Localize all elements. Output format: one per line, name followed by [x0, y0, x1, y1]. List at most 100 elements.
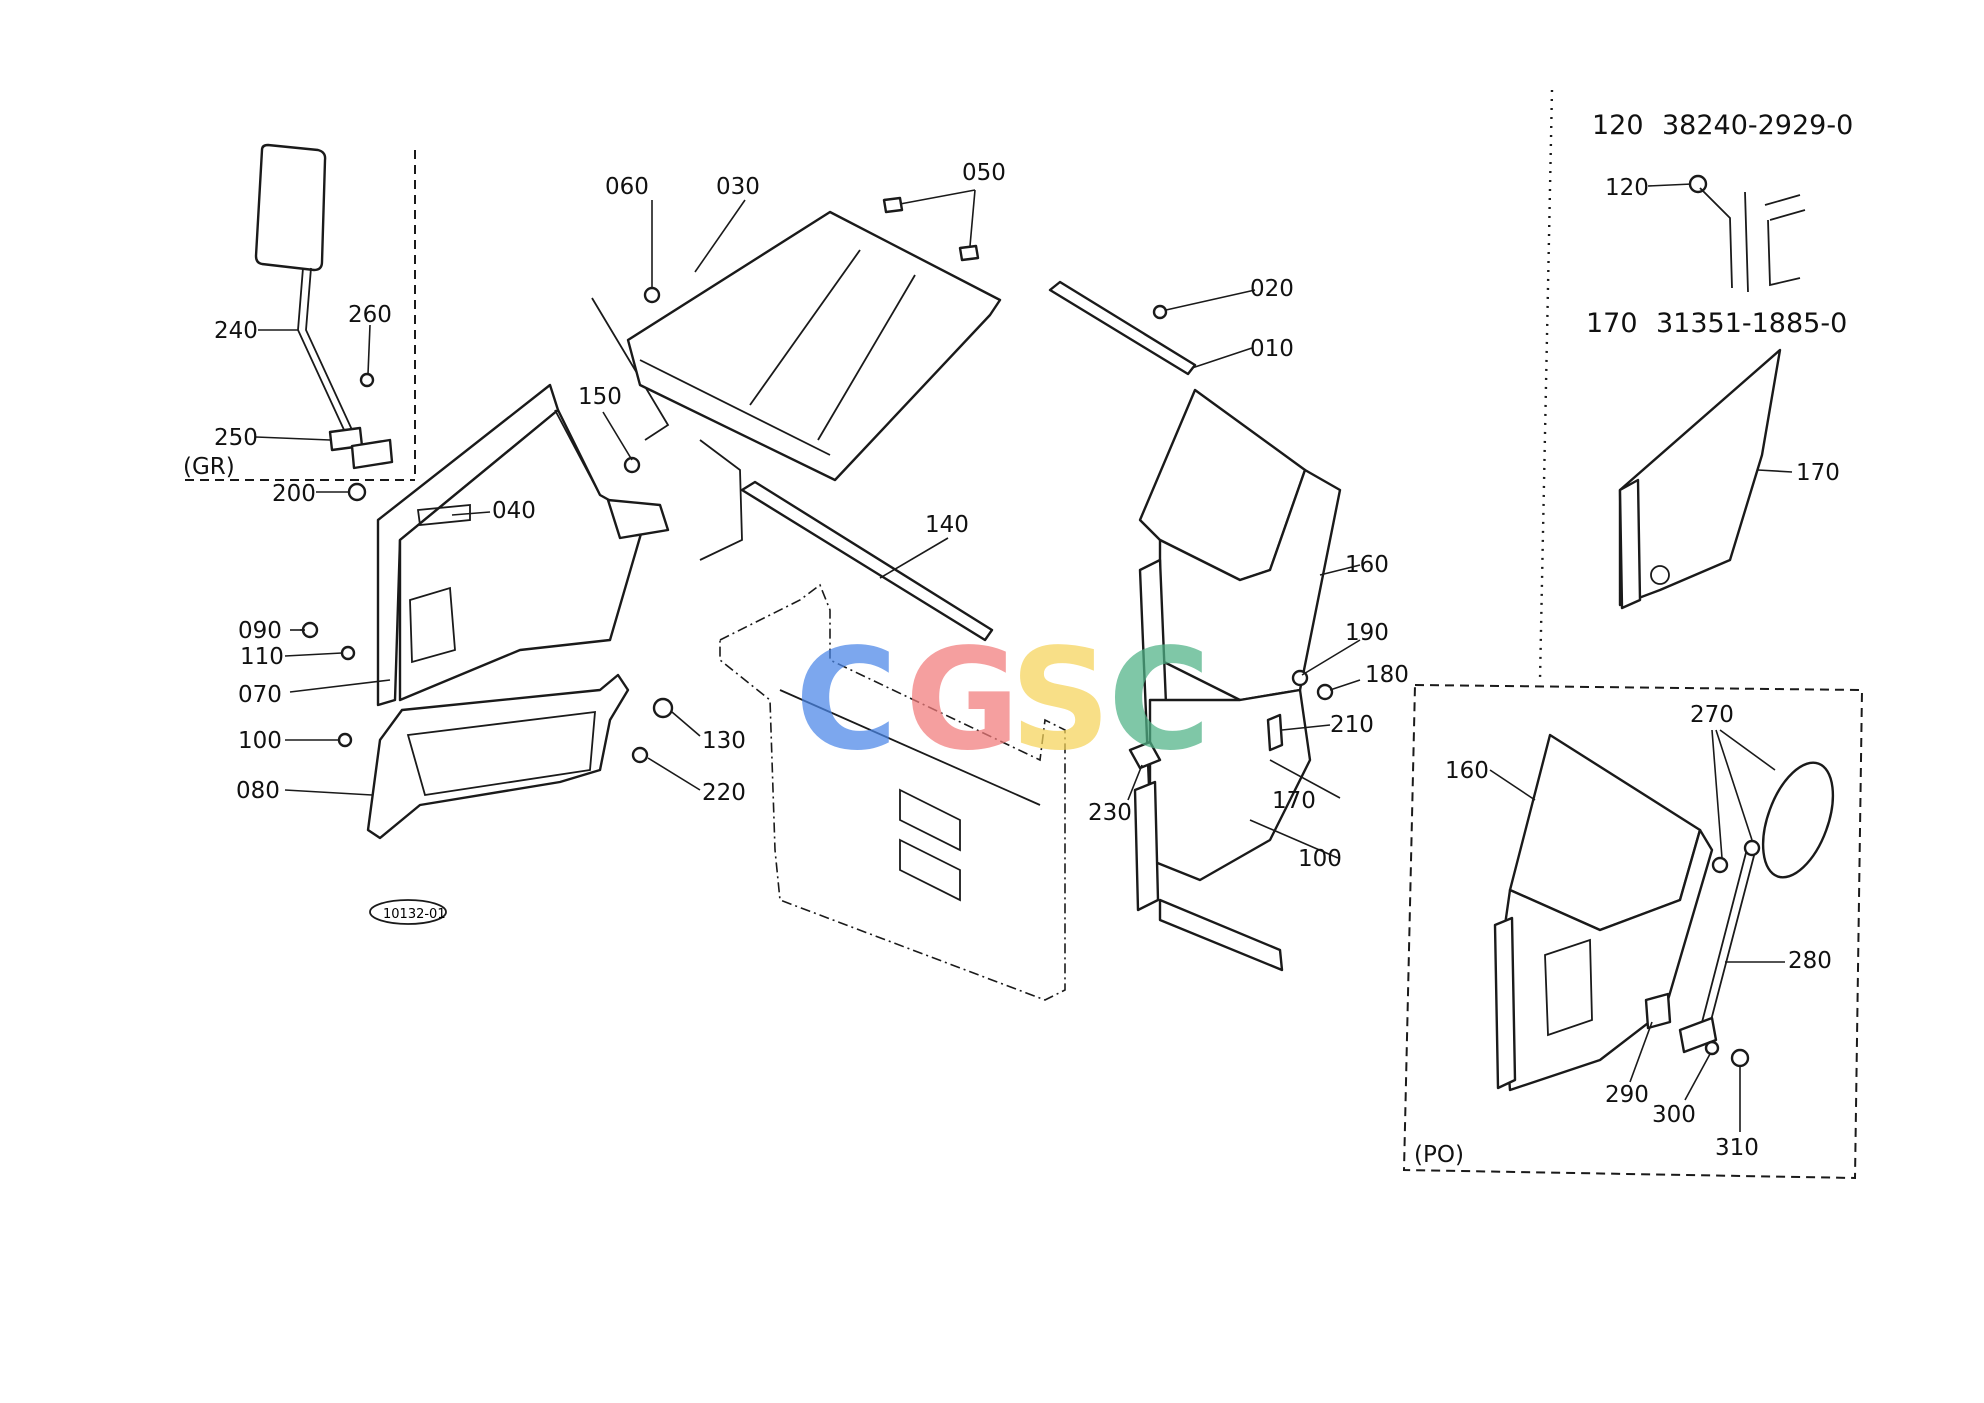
- po-bracket-280: [1678, 1016, 1718, 1054]
- po-label: (PO): [1414, 1142, 1464, 1168]
- cover-030-crease1: [749, 249, 861, 406]
- label-100-right: 100: [1298, 846, 1342, 872]
- clip-210: [1266, 713, 1284, 752]
- po-mirror: [1761, 761, 1835, 879]
- mirror-assembly: [254, 143, 394, 502]
- leader-lines: [255, 189, 1361, 859]
- panel-080: [366, 673, 630, 840]
- po-washer-300: [1704, 1040, 1720, 1056]
- detail-panel-170-flange: [1618, 478, 1642, 610]
- detail-grommet-120: [1688, 174, 1708, 194]
- po-panel-window: [1544, 938, 1593, 1037]
- label-020: 020: [1250, 276, 1294, 302]
- mirror-head: [254, 143, 327, 272]
- panel-160: [1158, 468, 1342, 702]
- cover-030: [626, 210, 1002, 482]
- watermark-letter-4: C: [1108, 619, 1211, 782]
- po-label-290: 290: [1605, 1082, 1649, 1108]
- po-box-border: [1402, 683, 1864, 1180]
- label-190: 190: [1345, 620, 1389, 646]
- grommet-200: [347, 482, 367, 502]
- po-label-160: 160: [1445, 758, 1489, 784]
- label-gr: (GR): [183, 454, 235, 480]
- detail-panel-170-hole: [1650, 565, 1670, 585]
- po-panel-160-top: [1508, 733, 1702, 932]
- supersession-ref-170: 170: [1586, 308, 1638, 339]
- bolt-150: [623, 456, 641, 474]
- mirror-stay-edge: [305, 267, 354, 433]
- bolt-100-left: [337, 732, 353, 748]
- watermark: C G S C: [795, 619, 1211, 782]
- washer-110: [340, 645, 356, 661]
- bar-lower-right: [1158, 898, 1284, 972]
- label-150: 150: [578, 384, 622, 410]
- clip-050b: [958, 244, 980, 262]
- po-label-280: 280: [1788, 948, 1832, 974]
- frame-outline: [719, 583, 1066, 1001]
- clip-230: [1128, 740, 1162, 770]
- detail-divider: [1538, 89, 1554, 681]
- stay-010: [1048, 280, 1197, 376]
- panel-outline-tri: [591, 297, 670, 441]
- po-nut-270b: [1743, 839, 1761, 857]
- label-240: 240: [214, 318, 258, 344]
- label-080: 080: [236, 778, 280, 804]
- bolt-180: [1316, 683, 1334, 701]
- supersession-part-170: 31351-1885-0: [1656, 308, 1847, 339]
- watermark-letter-1: C: [795, 619, 898, 782]
- label-010: 010: [1250, 336, 1294, 362]
- lower-left-panel: [301, 621, 674, 840]
- supersession-detail: 120 38240-2929-0 120 170 31351-1885-0 17…: [1586, 110, 1853, 610]
- po-option-box: 160 270 280 290 300 310 (PO): [1402, 683, 1864, 1180]
- nut-220: [631, 746, 649, 764]
- grommet-130: [652, 697, 674, 719]
- po-plate-290: [1644, 992, 1672, 1030]
- label-030: 030: [716, 174, 760, 200]
- label-110: 110: [240, 644, 284, 670]
- stamp-text: 10132-01: [383, 907, 446, 922]
- detail-label-120: 120: [1605, 175, 1649, 201]
- detail-120-bracket: [1699, 187, 1806, 293]
- stamp-oval: [369, 899, 447, 925]
- panel-080-inner: [406, 710, 596, 797]
- clip-050a: [882, 196, 904, 214]
- po-label-300: 300: [1652, 1102, 1696, 1128]
- supersession-ref-120: 120: [1592, 110, 1644, 141]
- label-100-left: 100: [238, 728, 282, 754]
- po-panel-flange: [1493, 916, 1517, 1090]
- po-nut-270a: [1711, 856, 1729, 874]
- bolt-020: [1152, 304, 1168, 320]
- label-210: 210: [1330, 712, 1374, 738]
- label-200: 200: [272, 481, 316, 507]
- panel-170-flange: [1133, 780, 1160, 912]
- label-040: 040: [492, 498, 536, 524]
- bracket-150: [606, 498, 670, 540]
- mirror-plate-250b: [350, 438, 394, 470]
- right-panel-assembly: [1128, 388, 1342, 972]
- watermark-letter-3: S: [1010, 619, 1111, 782]
- label-070: 070: [238, 682, 282, 708]
- frame-slot2: [899, 838, 961, 902]
- label-060: 060: [605, 174, 649, 200]
- watermark-letter-2: G: [905, 619, 1020, 782]
- bolt-090: [301, 621, 319, 639]
- bracket-040: [416, 504, 471, 526]
- cover-030-crease2: [817, 274, 916, 441]
- po-label-310: 310: [1715, 1135, 1759, 1161]
- label-170: 170: [1272, 788, 1316, 814]
- label-260: 260: [348, 302, 392, 328]
- label-090: 090: [238, 618, 282, 644]
- cover-030-fold: [639, 359, 831, 456]
- mirror-stay: [297, 267, 346, 433]
- label-130: 130: [702, 728, 746, 754]
- rail-140: [740, 480, 994, 642]
- frame-bracket: [699, 439, 743, 561]
- po-bolt-310: [1730, 1048, 1750, 1068]
- detail-panel-170: [1618, 348, 1782, 607]
- bolt-260: [359, 372, 375, 388]
- top-cover-assembly: [626, 196, 1002, 482]
- label-160: 160: [1345, 552, 1389, 578]
- label-230: 230: [1088, 800, 1132, 826]
